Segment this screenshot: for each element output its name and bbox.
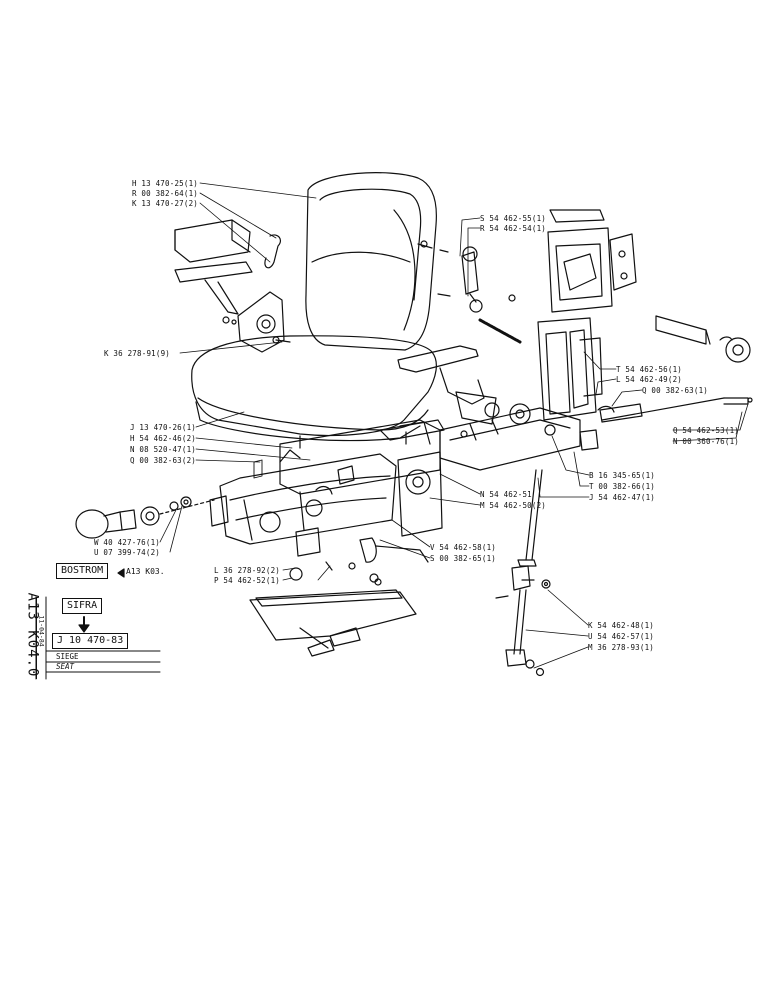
drawing-number: J 10 470-83 bbox=[52, 633, 129, 649]
seat-cushion bbox=[191, 335, 437, 449]
seat-backrest bbox=[305, 172, 437, 351]
left-armrest bbox=[174, 219, 285, 353]
callout-S2: S 00 382-65(1) bbox=[430, 554, 497, 563]
shock-absorber bbox=[417, 243, 522, 344]
callout-Q3: Q 54 462-53(1) bbox=[673, 426, 740, 435]
callout-R2: R 54 462-54(1) bbox=[480, 224, 547, 233]
callout-L1: L 54 462-49(2) bbox=[616, 375, 683, 384]
callout-K2: K 36 278-91(9) bbox=[104, 349, 171, 358]
bostrom-box: BOSTROM bbox=[56, 563, 109, 579]
callout-K3: K 54 462-48(1) bbox=[588, 621, 655, 630]
sifra-box: SIFRA bbox=[62, 598, 103, 614]
callout-Q1: Q 00 382-63(1) bbox=[642, 386, 709, 395]
callout-T2: T 00 382-66(1) bbox=[589, 482, 656, 491]
reference-note: A13 K03. bbox=[126, 567, 165, 576]
callout-V1: V 54 462-58(1) bbox=[430, 543, 497, 552]
control-lever bbox=[579, 315, 753, 451]
callout-U1: U 07 399-74(2) bbox=[94, 548, 161, 557]
callout-L2: L 36 278-92(2) bbox=[214, 566, 281, 575]
adjust-knob bbox=[75, 496, 215, 539]
down-arrow-icon bbox=[78, 616, 90, 633]
callout-W1: W 40 427-76(1) bbox=[94, 538, 161, 547]
callout-J2: J 54 462-47(1) bbox=[589, 493, 656, 502]
leader-lines bbox=[159, 182, 749, 669]
callout-J1: J 13 470-26(1) bbox=[130, 423, 197, 432]
callout-N1: N 08 520-47(1) bbox=[130, 445, 197, 454]
callout-H2: H 54 462-46(2) bbox=[130, 434, 197, 443]
callout-M1: M 54 462-50(2) bbox=[480, 501, 547, 510]
title-english: SEAT bbox=[56, 662, 75, 671]
callout-Q2: Q 00 382-63(2) bbox=[130, 456, 197, 465]
base-frame bbox=[209, 403, 581, 563]
callout-B1: B 16 345-65(1) bbox=[589, 471, 656, 480]
title-french: SIEGE bbox=[56, 652, 79, 661]
callout-H: H 13 470-25(1) bbox=[132, 179, 199, 188]
callout-P1: P 54 462-52(1) bbox=[214, 576, 281, 585]
left-arrow-icon bbox=[117, 568, 125, 578]
sheet-date: 11-04-84 bbox=[37, 615, 46, 647]
height-adjust-rail bbox=[537, 209, 637, 421]
callout-S1: S 54 462-55(1) bbox=[480, 214, 547, 223]
callout-N3: N 54 462-51 bbox=[480, 490, 532, 499]
callout-T1: T 54 462-56(1) bbox=[616, 365, 683, 374]
sheet-code-block: A13 K04.0 11-04-84 bbox=[14, 593, 46, 679]
floor-slide-plate bbox=[249, 562, 417, 657]
callout-U2: U 54 462-57(1) bbox=[588, 632, 655, 641]
callout-K1: K 13 470-27(2) bbox=[132, 199, 199, 208]
callout-R1: R 00 382-64(1) bbox=[132, 189, 199, 198]
lower-linkage bbox=[495, 469, 551, 677]
callout-N2: N 00 360-76(1) bbox=[673, 437, 740, 446]
right-armrest bbox=[397, 345, 500, 425]
callout-M2: M 36 278-93(1) bbox=[588, 643, 655, 652]
